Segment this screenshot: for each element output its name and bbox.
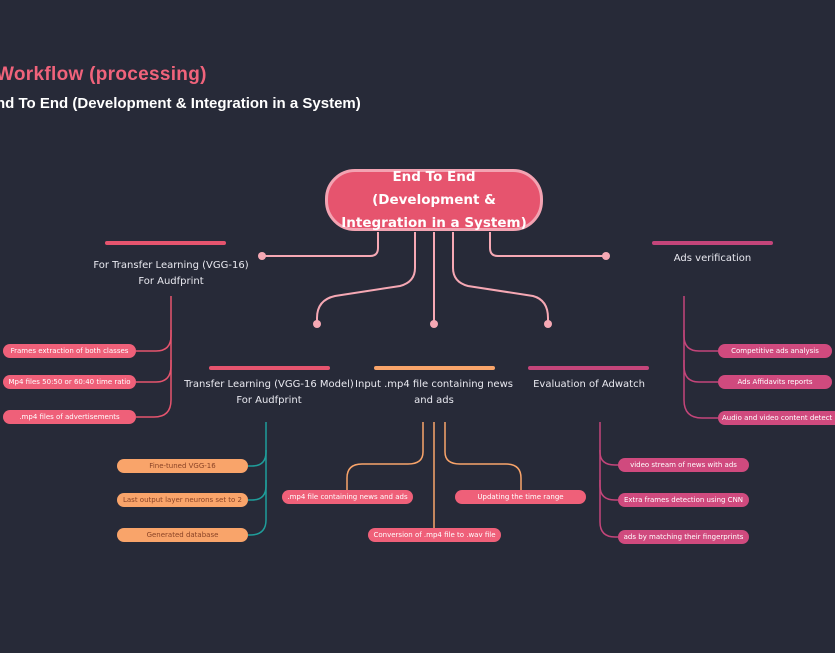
node-video-stream[interactable]: video stream of news with ads [618,458,749,472]
node-conversion-wav[interactable]: Conversion of .mp4 file to .wav file [368,528,501,542]
branch-transfer-learning-model-line1: Transfer Learning (VGG-16 Model) [184,379,354,390]
branch-input-file[interactable]: Input .mp4 file containing news and ads [350,377,518,409]
connector-tl-2 [136,330,172,383]
connector-root-right [489,232,606,257]
connector-in-2 [444,422,522,490]
branch-bar-ads-verification [652,241,773,245]
connector-av-2 [683,330,718,383]
connector-dot-left [258,252,266,260]
page-title: Workflow (processing) [0,64,207,85]
node-matching-fingerprints[interactable]: ads by matching their fingerprints [618,530,749,544]
branch-transfer-learning-top-line2: For Audfprint [138,276,204,287]
node-generated-database[interactable]: Generated database [117,528,248,542]
root-node-line2: Integration in a System) [341,214,527,231]
node-updating-time-range[interactable]: Updating the time range [455,490,586,504]
branch-transfer-learning-top[interactable]: For Transfer Learning (VGG-16) For Audfp… [80,258,262,290]
page-subtitle: nd To End (Development & Integration in … [0,95,361,112]
branch-transfer-learning-model[interactable]: Transfer Learning (VGG-16 Model) For Aud… [178,377,360,409]
connector-root-left [262,232,379,257]
connector-dot-eval [544,320,552,328]
root-node-line1: End To End (Development & [372,168,496,208]
node-output-layer-neurons[interactable]: Last output layer neurons set to 2 [117,493,248,507]
connector-tm-3 [248,480,267,536]
node-mp4-time-ratio[interactable]: Mp4 files 50:50 or 60:40 time ratio [3,375,136,389]
connector-tm-1 [248,422,267,467]
branch-bar-evaluation [528,366,649,370]
branch-evaluation[interactable]: Evaluation of Adwatch [515,377,663,393]
connector-ev-3 [599,480,618,538]
connector-tm-2 [248,450,267,501]
node-frames-extraction[interactable]: Frames extraction of both classes [3,344,136,358]
branch-ads-verification[interactable]: Ads verification [640,251,785,267]
connector-av-1 [683,296,718,352]
node-mp4-advertisements[interactable]: .mp4 files of advertisements [3,410,136,424]
branch-bar-input-file [374,366,495,370]
connector-dot-right [602,252,610,260]
node-mp4-news-ads[interactable]: .mp4 file containing news and ads [282,490,413,504]
branch-transfer-learning-top-line1: For Transfer Learning (VGG-16) [93,260,249,271]
branch-input-file-line2: and ads [414,395,454,406]
branch-bar-transfer-learning-top [105,241,226,245]
branch-input-file-line1: Input .mp4 file containing news [355,379,513,390]
branch-ads-verification-line1: Ads verification [673,253,752,264]
connector-root-eval [452,232,549,324]
root-node[interactable]: End To End (Development & Integration in… [325,169,543,231]
node-ads-affidavits[interactable]: Ads Affidavits reports [718,375,832,389]
connector-dot-model [313,320,321,328]
connector-in-1 [346,422,424,490]
connector-root-model [316,232,416,324]
branch-evaluation-line1: Evaluation of Adwatch [533,379,645,390]
node-extra-frames-cnn[interactable]: Extra frames detection using CNN [618,493,749,507]
connector-tl-3 [136,360,172,418]
node-content-detection[interactable]: Audio and video content detect [718,411,835,425]
connector-dot-input [430,320,438,328]
connector-ev-2 [599,450,618,501]
branch-transfer-learning-model-line2: For Audfprint [236,395,302,406]
node-competitive-ads[interactable]: Competitive ads analysis [718,344,832,358]
node-fine-tuned-vgg[interactable]: Fine-tuned VGG-16 [117,459,248,473]
connector-av-3 [683,360,718,419]
connector-tl-1 [136,296,172,352]
connector-ev-1 [599,422,618,466]
branch-bar-transfer-learning-model [209,366,330,370]
